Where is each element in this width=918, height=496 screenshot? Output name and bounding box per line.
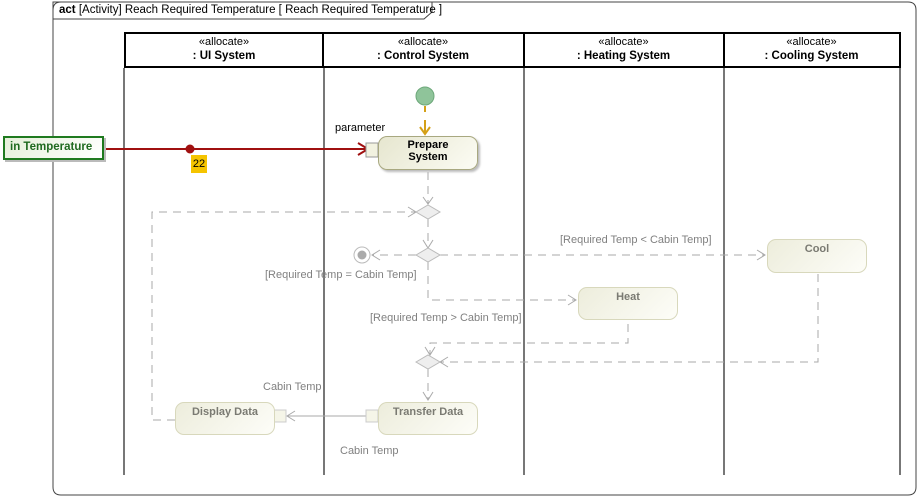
lane-lines [123, 68, 901, 475]
action-prepare-system[interactable]: Prepare System [378, 136, 478, 170]
action-cool[interactable]: Cool [767, 239, 867, 273]
decision-node [415, 204, 441, 220]
lane-stereotype: «allocate» [397, 36, 449, 48]
lane-cooling-system: «allocate» : Cooling System [724, 32, 901, 68]
flow-token [185, 144, 195, 154]
action-display-data[interactable]: Display Data [175, 402, 275, 435]
pin-label-display-in: Cabin Temp [263, 381, 322, 393]
pin [365, 409, 379, 423]
action-heat[interactable]: Heat [578, 287, 678, 320]
control-flows [151, 172, 819, 421]
frame-keyword: act [59, 4, 76, 16]
guard-equal: [Required Temp = Cabin Temp] [265, 269, 417, 281]
lane-name: : Cooling System [764, 50, 859, 62]
token-count-badge: 22 [191, 155, 207, 173]
lane-name: : Control System [376, 50, 469, 62]
pin [365, 142, 379, 158]
pin-label: parameter [335, 122, 386, 134]
lane-stereotype: «allocate» [598, 36, 649, 48]
initial-node [415, 86, 435, 106]
lane-name: : UI System [192, 50, 256, 62]
final-node-dot [357, 250, 367, 260]
merge-node [415, 354, 441, 370]
pin-label-transfer-out: Cabin Temp [340, 445, 399, 457]
initial-flow-arrowhead [419, 126, 431, 136]
parameter-node-in-temperature[interactable]: in Temperature [3, 136, 104, 160]
lane-heating-system: «allocate» : Heating System [524, 32, 725, 68]
lane-ui-system: «allocate» : UI System [124, 32, 324, 68]
action-transfer-data[interactable]: Transfer Data [378, 402, 478, 435]
lane-control-system: «allocate» : Control System [323, 32, 525, 68]
lane-stereotype: «allocate» [198, 36, 250, 48]
pin [273, 409, 287, 423]
decision-node [415, 247, 441, 263]
frame-title: act [Activity] Reach Required Temperatur… [59, 4, 442, 16]
lane-stereotype: «allocate» [786, 36, 837, 48]
frame-border [52, 1, 917, 496]
lane-name: : Heating System [576, 50, 671, 62]
arrowheads [286, 196, 766, 422]
guard-greater: [Required Temp > Cabin Temp] [370, 312, 522, 324]
frame-title-text: [Activity] Reach Required Temperature [ … [78, 4, 443, 16]
guard-less: [Required Temp < Cabin Temp] [560, 234, 712, 246]
